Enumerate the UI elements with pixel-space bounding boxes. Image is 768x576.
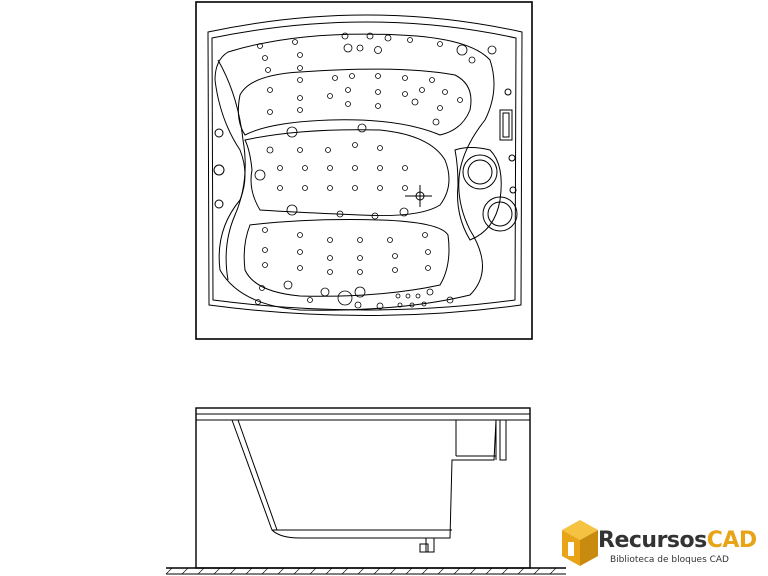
cube-logo-icon	[562, 520, 598, 566]
brand-tagline: Biblioteca de bloques CAD	[610, 555, 729, 565]
brand-accent: CAD	[706, 528, 757, 553]
bathtub-plan-view	[195, 1, 533, 340]
brand-name: RecursosCAD	[598, 528, 757, 553]
bathtub-front-view	[165, 407, 566, 575]
brand-main: Recursos	[598, 528, 707, 553]
recursoscad-logo: RecursosCAD Biblioteca de bloques CAD	[558, 518, 768, 570]
